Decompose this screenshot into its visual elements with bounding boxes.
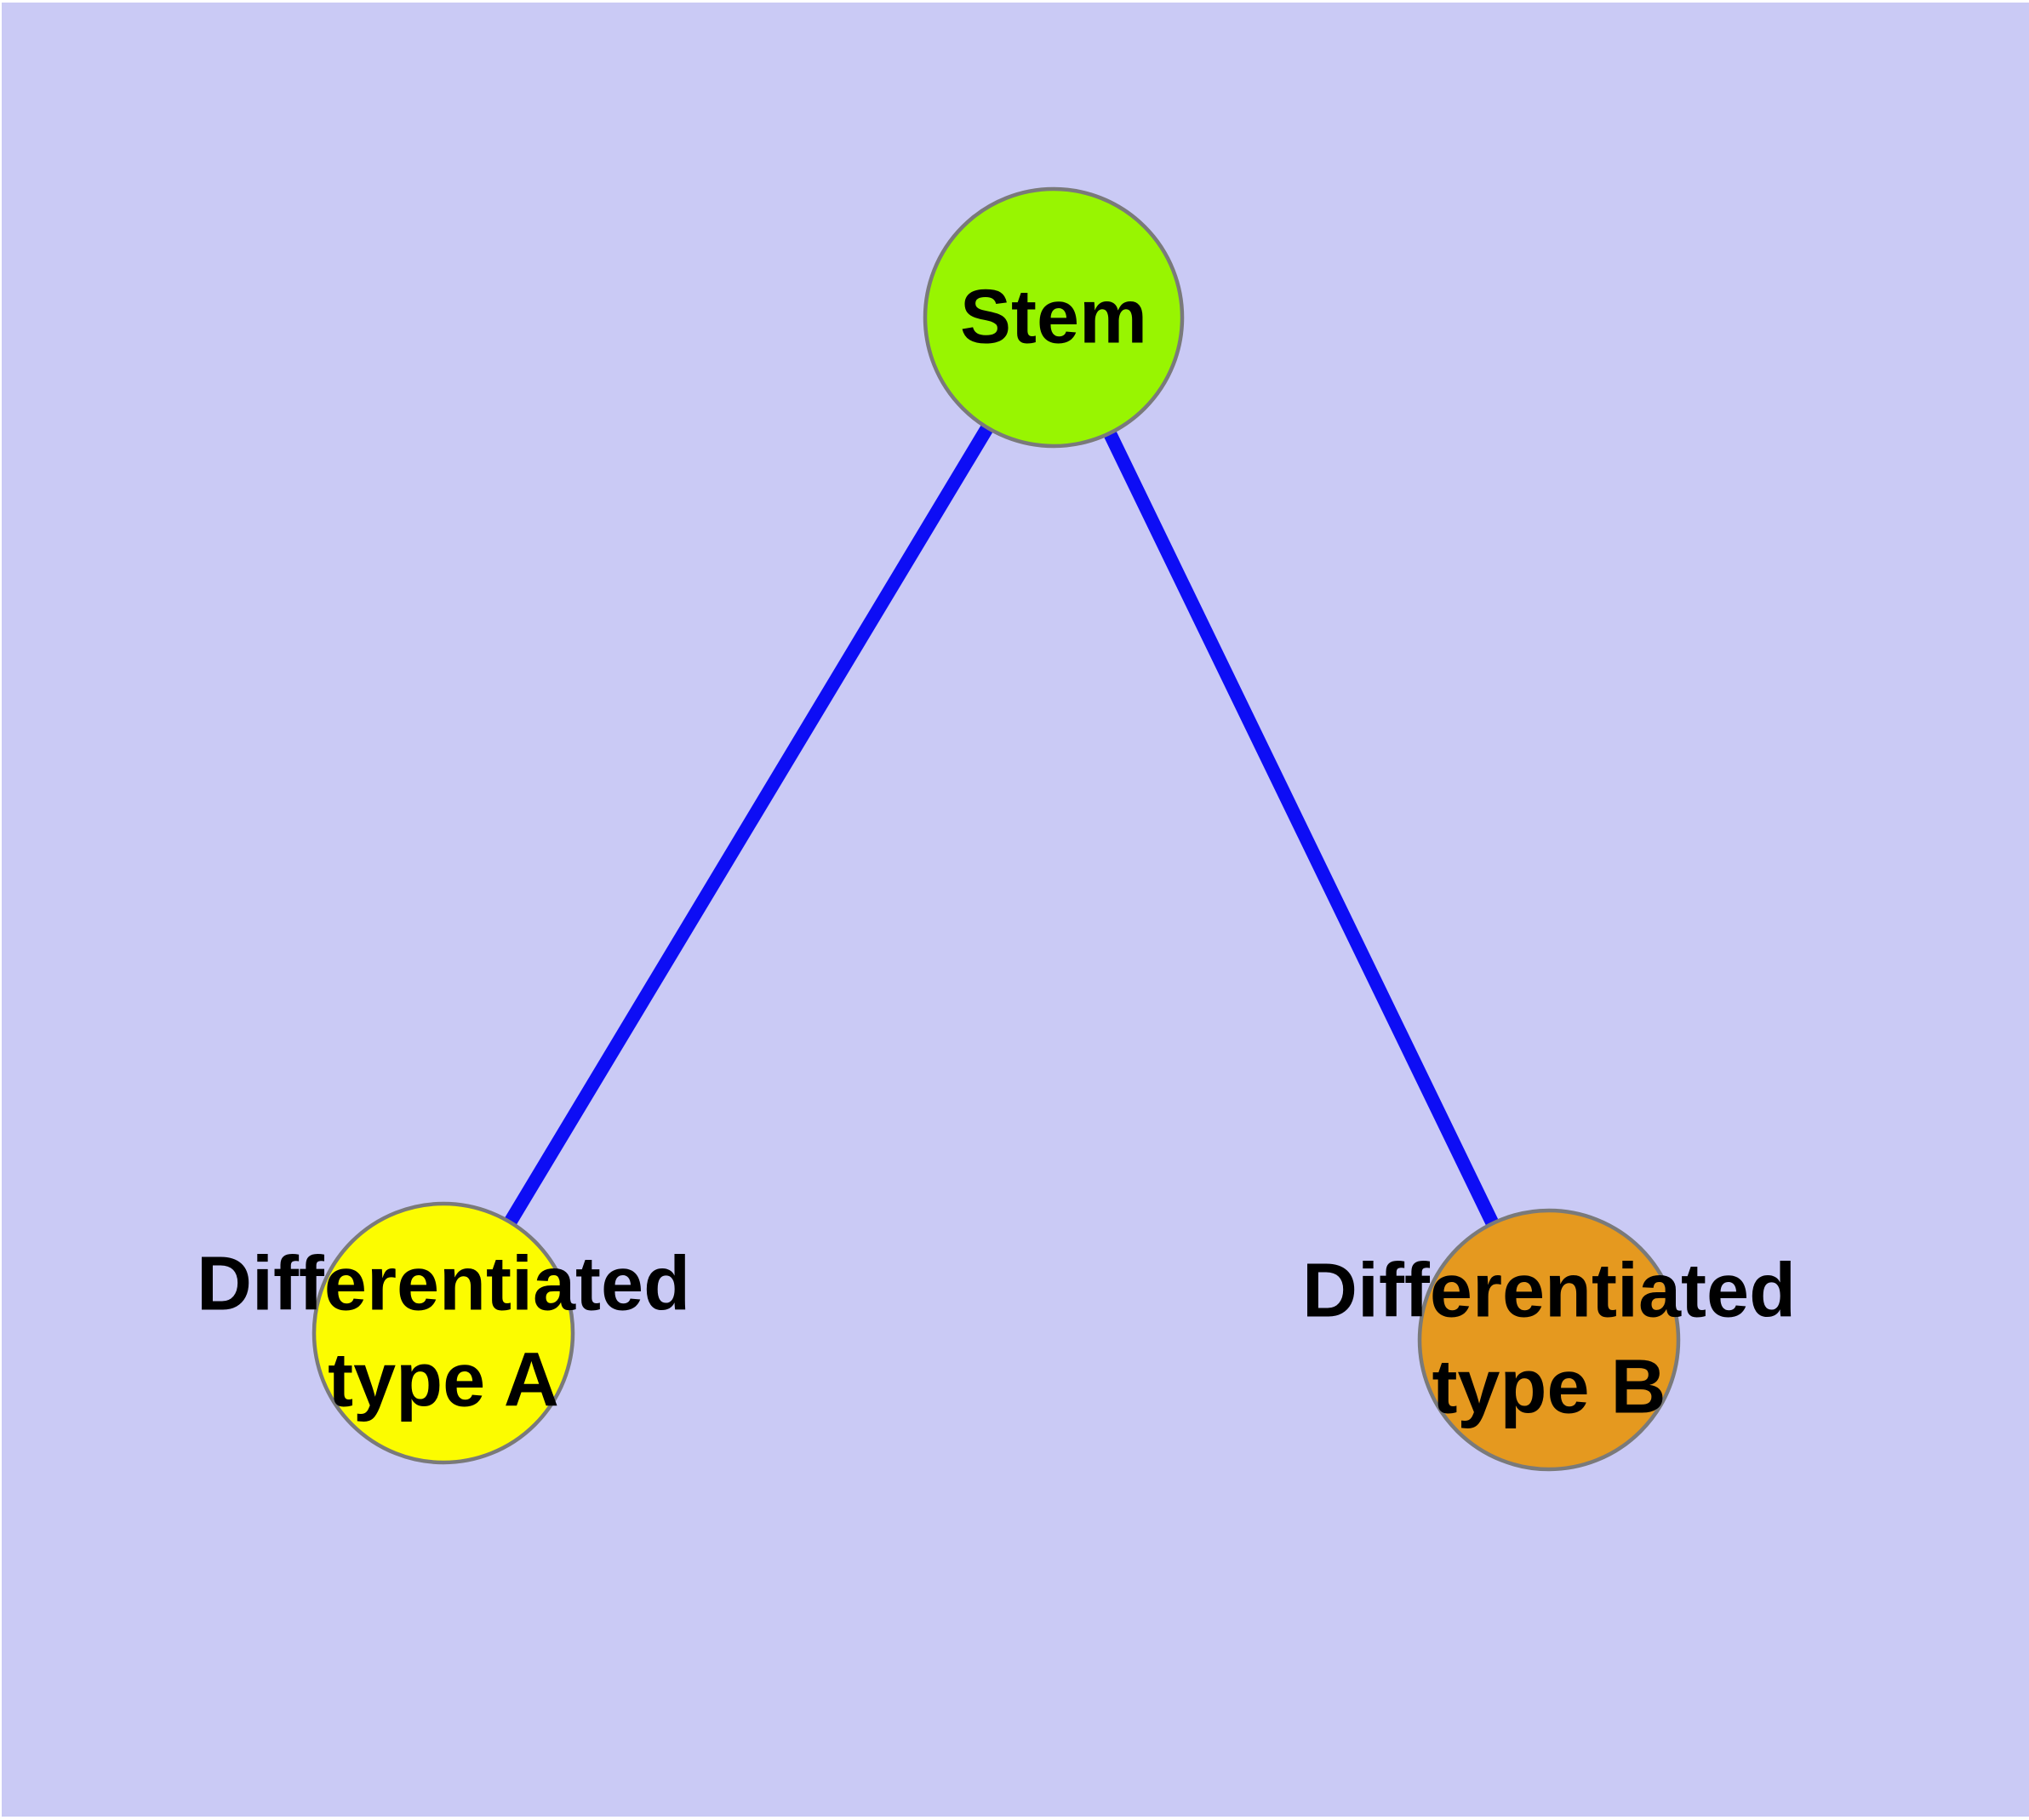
edge-stem-to-type-b (1047, 314, 1556, 1343)
node-label-type-b: Differentiated type B (1301, 1248, 1797, 1430)
node-stem (923, 186, 1185, 449)
node-type-a (311, 1201, 575, 1465)
node-label-stem: Stem (959, 274, 1148, 360)
node-type-b (1417, 1208, 1681, 1472)
edge-stem-to-type-a (437, 313, 1060, 1337)
node-label-type-a: Differentiated type A (196, 1241, 691, 1423)
